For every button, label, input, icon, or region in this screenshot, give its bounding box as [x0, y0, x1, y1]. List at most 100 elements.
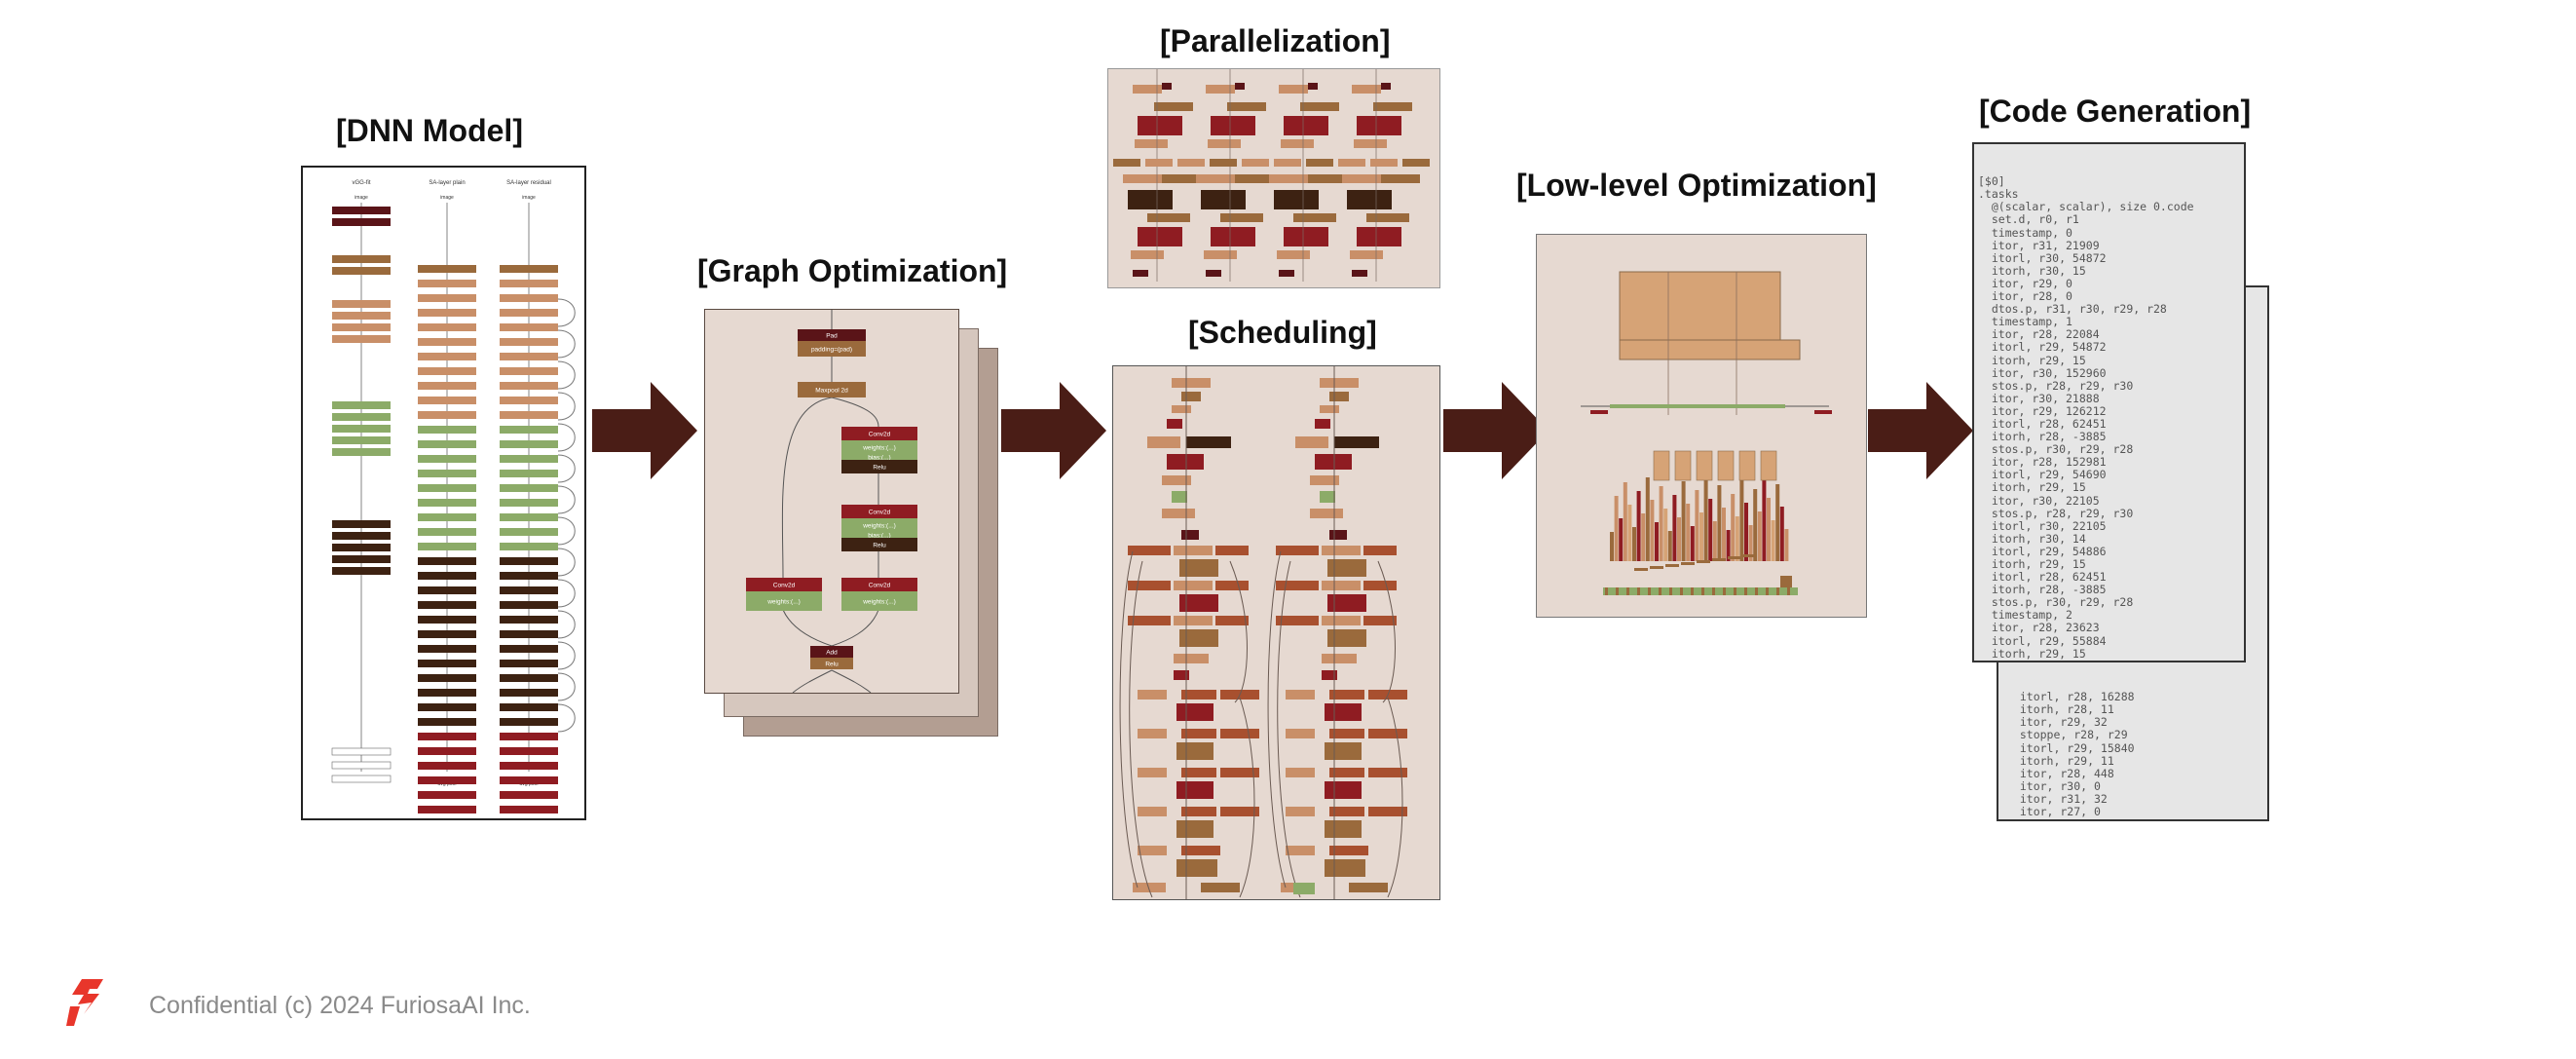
code-line: itor, r29, 0	[1978, 276, 2072, 290]
lowlevel-bar	[1636, 491, 1641, 561]
flow-arrow-icon	[1443, 382, 1549, 479]
dnn-layer-block	[418, 338, 476, 346]
dnn-layer-block	[418, 440, 476, 448]
dnn-layer-block	[500, 630, 558, 638]
schedule-block	[1179, 559, 1218, 577]
dnn-layer-block	[500, 397, 558, 404]
lowlevel-block	[1605, 587, 1608, 595]
schedule-block	[1325, 781, 1362, 799]
schedule-block	[1174, 616, 1213, 625]
lowlevel-block	[1650, 566, 1663, 569]
parallel-block	[1211, 116, 1255, 135]
schedule-block	[1310, 475, 1339, 485]
graph-node	[841, 518, 917, 532]
code-line: dtos.p, r31, r30, r29, r28	[1978, 302, 2167, 317]
schedule-block	[1327, 594, 1366, 612]
parallel-block	[1293, 213, 1336, 222]
parallel-block	[1211, 227, 1255, 246]
code-line: @(scalar, scalar), size 0.code	[1978, 200, 2194, 214]
code-line: itorl, r30, 22105	[1978, 518, 2107, 533]
graph-node-label: bias:(...)	[868, 533, 890, 540]
schedule-block	[1327, 559, 1366, 577]
schedule-block	[1286, 768, 1315, 777]
parallel-block	[1274, 159, 1301, 167]
graph-node	[810, 646, 853, 658]
dnn-layer-block	[418, 586, 476, 594]
parallel-block	[1123, 174, 1162, 183]
schedule-block	[1286, 729, 1315, 738]
lowlevel-block	[1665, 564, 1679, 567]
code-line: itorl, r30, 54872	[1978, 250, 2107, 265]
dnn-layer-block	[332, 207, 391, 214]
lowlevel-bar	[1672, 495, 1677, 561]
flow-arrow-icon	[592, 382, 697, 479]
schedule-block	[1181, 530, 1199, 540]
graph-node	[841, 538, 917, 551]
lowlevel-bar	[1623, 482, 1627, 561]
code-line: itorh, r29, 15	[1978, 353, 2086, 367]
schedule-block	[1325, 703, 1362, 721]
schedule-block	[1329, 807, 1364, 816]
parallel-block	[1220, 213, 1263, 222]
code-line: timestamp, 0	[1978, 225, 2072, 240]
dnn-column-header: SA-layer residual	[506, 180, 551, 186]
dnn-layer-block	[500, 601, 558, 609]
graph-node	[841, 505, 917, 518]
lowlevel-block	[1734, 587, 1736, 595]
graph-node	[841, 427, 917, 440]
dnn-layer-block	[418, 572, 476, 580]
parallel-block	[1113, 159, 1140, 167]
lowlevel-block	[1743, 554, 1757, 557]
schedule-block	[1181, 392, 1201, 401]
parallel-block	[1133, 270, 1148, 277]
lowlevel-bar	[1748, 525, 1753, 561]
dnn-layer-block	[500, 703, 558, 711]
schedule-block	[1327, 629, 1366, 647]
dnn-layer-block	[418, 397, 476, 404]
parallel-block	[1196, 174, 1235, 183]
dnn-layer-block	[332, 413, 391, 421]
dnn-residual-edge	[557, 329, 576, 359]
dnn-layer-block	[418, 601, 476, 609]
dnn-layer-block	[500, 353, 558, 360]
graph-node	[746, 578, 822, 591]
lowlevel-bar	[1784, 529, 1789, 561]
dnn-layer-block	[500, 557, 558, 565]
graph-node-label: Pad	[826, 333, 838, 340]
graph-node-label: weights:(...)	[862, 445, 896, 452]
dnn-layer-block	[418, 733, 476, 740]
schedule-block	[1322, 670, 1337, 680]
lowlevel-bar	[1641, 513, 1646, 561]
flow-arrow-icon	[1001, 382, 1106, 479]
parallel-block	[1235, 174, 1274, 183]
dnn-layer-block	[500, 733, 558, 740]
dnn-layer-block	[332, 335, 391, 343]
dnn-layer-block	[418, 411, 476, 419]
parallel-block	[1350, 250, 1383, 259]
code-line: itor, r30, 22105	[1978, 493, 2100, 508]
dnn-residual-edge	[557, 485, 576, 514]
lowlevel-block	[1744, 587, 1747, 595]
schedule-block	[1329, 690, 1364, 700]
furiosa-logo-icon	[66, 979, 103, 1026]
lowlevel-block	[1738, 450, 1756, 481]
dnn-layer-block	[331, 761, 392, 770]
dnn-layer-block	[500, 747, 558, 755]
lowlevel-block	[1681, 562, 1695, 565]
graph-node-label: Relu	[825, 662, 839, 668]
code-line: stos.p, r30, r29, r28	[1978, 595, 2134, 610]
graph-node	[798, 382, 866, 397]
lowlevel-block	[1659, 587, 1661, 595]
graph-node-label: Conv2d	[869, 432, 891, 438]
dnn-layer-block	[418, 660, 476, 667]
schedule-block	[1322, 616, 1361, 625]
lowlevel-block	[1776, 587, 1779, 595]
parallel-block	[1210, 159, 1237, 167]
lowlevel-block	[1648, 587, 1651, 595]
dnn-layer-block	[418, 294, 476, 302]
graph-node	[841, 454, 917, 460]
parallel-block	[1306, 159, 1333, 167]
schedule-block	[1320, 378, 1359, 388]
dnn-layer-block	[418, 353, 476, 360]
dnn-layer-block	[500, 718, 558, 726]
